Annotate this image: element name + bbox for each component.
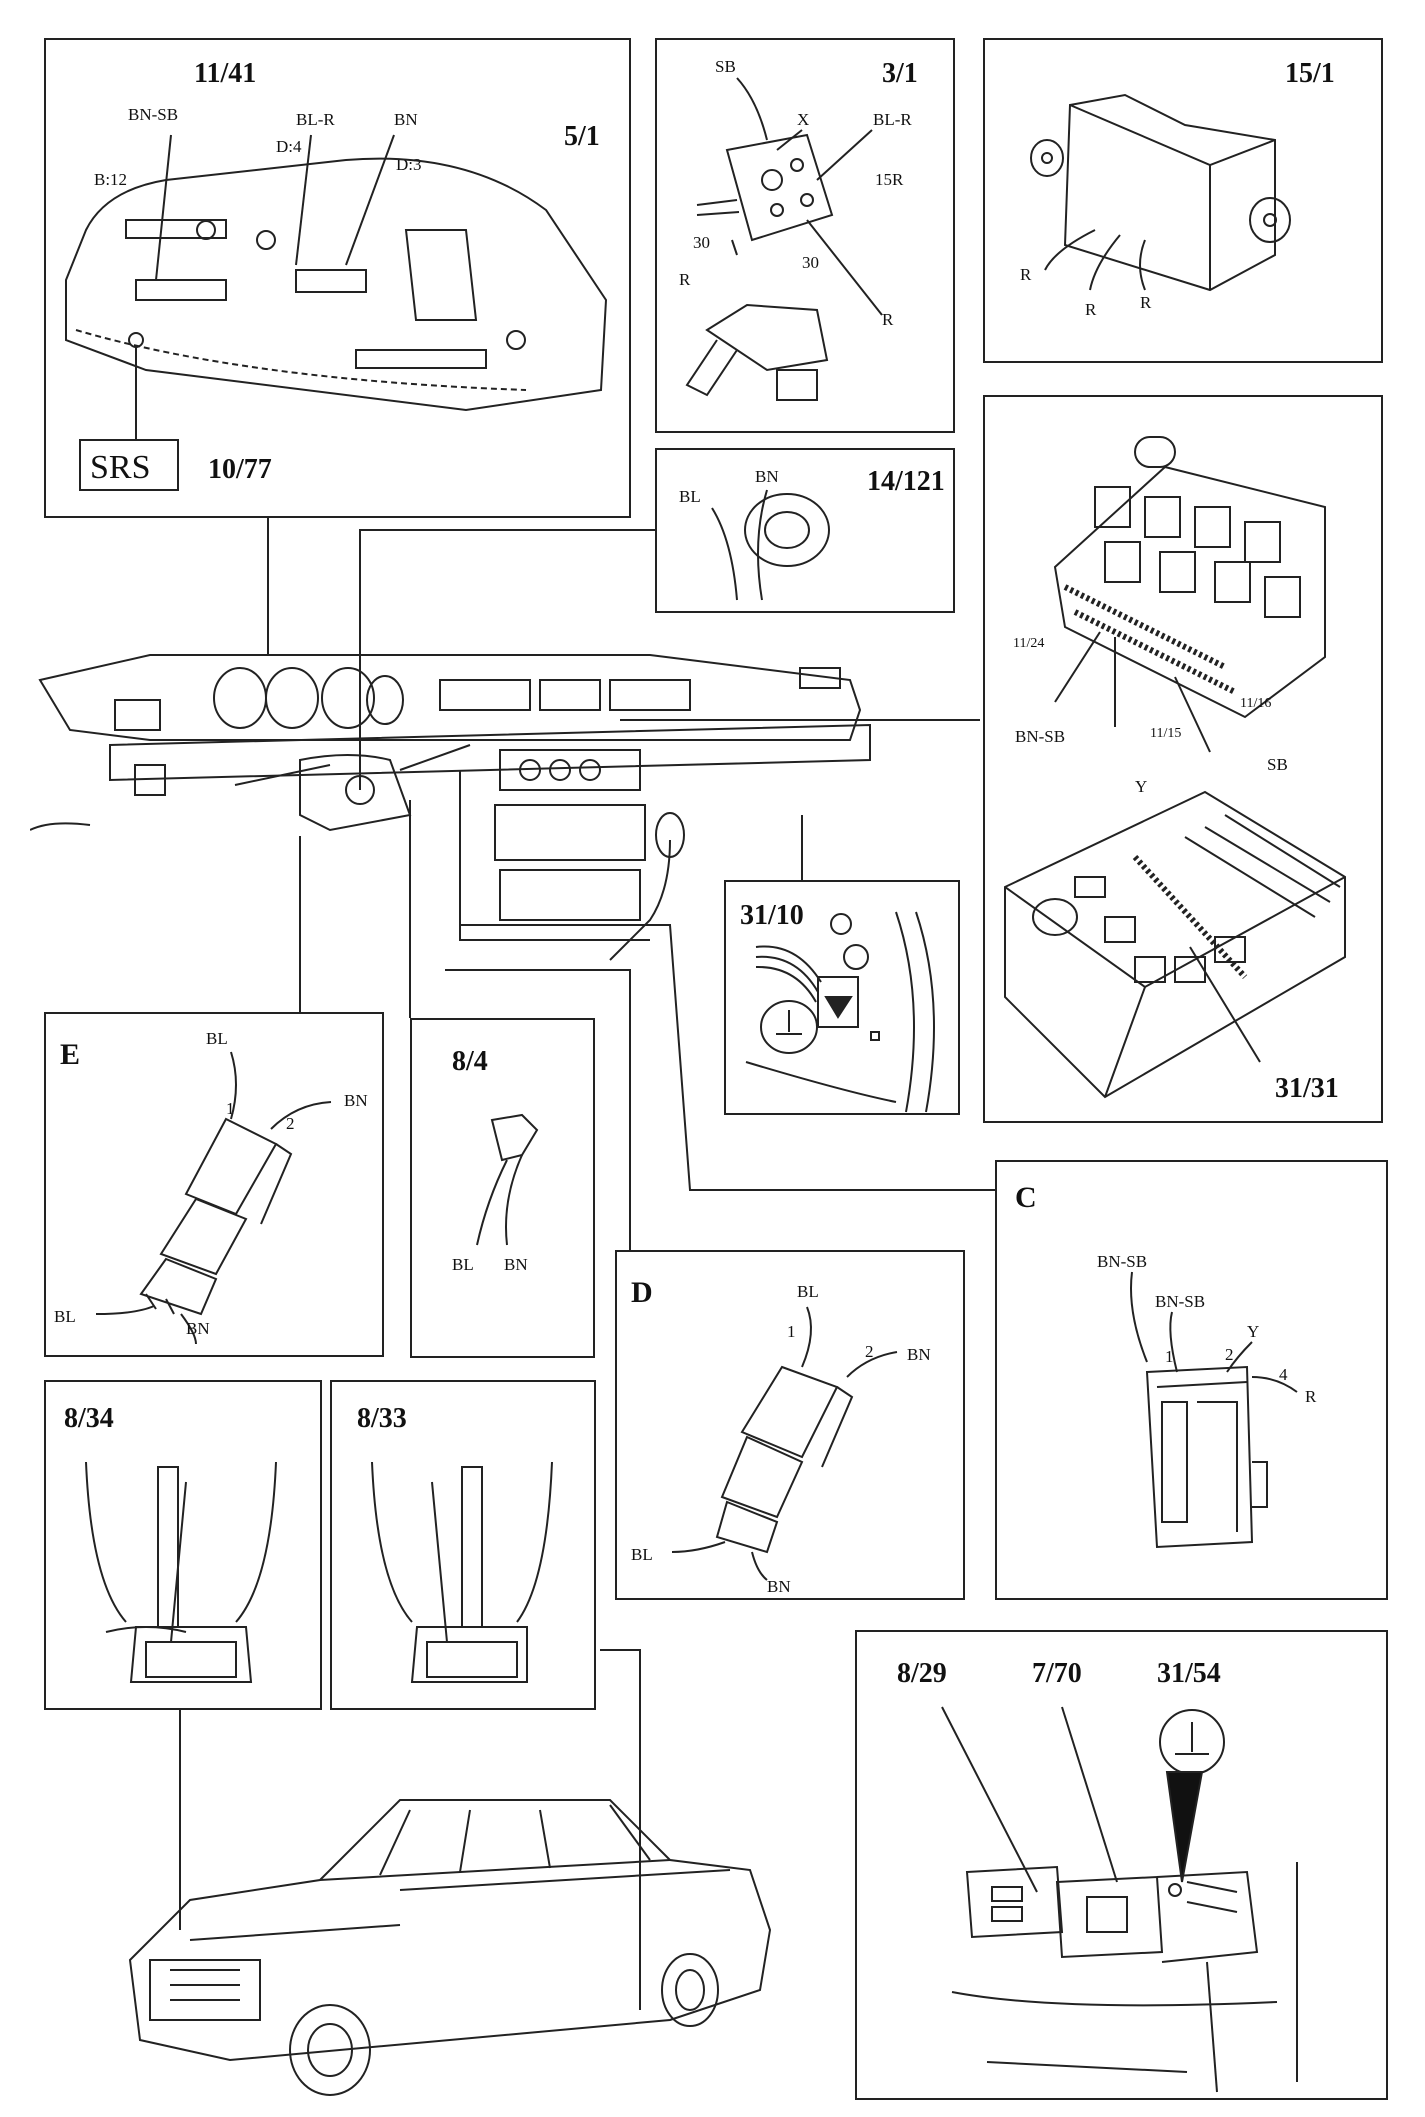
wire-label-bn-bot: BN [767,1577,791,1596]
wire-label-y: Y [1135,777,1147,796]
wire-label-r1: R [679,270,691,289]
wire-label-r2: R [882,310,894,329]
wire-label-bl-r: BL-R [296,110,335,129]
relay-box-drawing [1053,436,1326,753]
wire-label-y: Y [1247,1322,1259,1341]
part-label-b: 7/70 [1032,1658,1082,1689]
connector-c-drawing [1130,1271,1298,1549]
pin-label-b12: B:12 [94,170,127,189]
wire-label-bn: BN [755,467,779,486]
wire-label-r1: R [1020,265,1032,284]
wire-label-x: X [797,110,809,129]
wire-label-sb: SB [1267,755,1288,774]
pin-label-1: 1 [226,1099,235,1118]
wire-label-bn-bot: BN [186,1319,210,1338]
wire-label-bl-top: BL [797,1282,819,1301]
control-module-panel: 15/1 R R R [983,38,1383,363]
panel-id: 5/1 [564,121,600,152]
part-label-a: 8/29 [897,1658,947,1689]
panel-id: 31/10 [740,900,804,931]
lamp-8-33-drawing [371,1461,553,1683]
part-label-c: 31/54 [1157,1658,1221,1689]
pin-label-11-24: 11/24 [1013,636,1044,651]
srs-label: SRS [90,449,151,486]
pin-label-2: 2 [865,1342,874,1361]
wire-label-bn-top: BN [907,1345,931,1364]
wire-label-bn: BN [394,110,418,129]
ground-point-panel: 31/10 [724,880,960,1115]
wire-label-bn-sb: BN-SB [1015,727,1065,746]
panel-id: 8/33 [357,1403,407,1434]
pin-label-d3: D:3 [396,155,422,174]
wire-label-bn-sb-1: BN-SB [1097,1252,1147,1271]
module-drawing [1030,93,1291,292]
bulb-holder-8-4-panel: 8/4 BL BN [410,1018,595,1358]
engine-bay-panel: 8/29 7/70 31/54 [855,1630,1388,2100]
fuse-box-drawing [1004,790,1346,1099]
switch-drawing [685,77,883,401]
pin-label-15r: 15R [875,170,904,189]
lamp-8-33-panel: 8/33 [330,1380,596,1710]
wire-label-bn-top: BN [344,1091,368,1110]
pin-label-11-16: 11/16 [1240,696,1271,711]
pin-label-11-15: 11/15 [1150,726,1181,741]
wire-label-bl: BL [452,1255,474,1274]
fuse-box-panel: 11/24 11/16 11/15 BN-SB Y SB 31/31 [983,395,1383,1123]
pin-label-1: 1 [1165,1347,1174,1366]
panel-id: D [631,1276,653,1309]
panel-id: E [60,1038,80,1071]
lamp-8-34-panel: 8/34 [44,1380,322,1710]
connector-d-panel: D BL 1 2 BN BL BN [615,1250,965,1600]
pin-label-1: 1 [787,1322,796,1341]
part-label-bottom: 10/77 [208,454,272,485]
wire-label-bn: BN [504,1255,528,1274]
pin-label-30a: 30 [693,233,710,252]
wire-label-r2: R [1085,300,1097,319]
dashboard-illustration [30,654,871,961]
instrument-cluster-panel: 11/41 5/1 BN-SB BL-R BN D:4 D:3 B:12 SRS… [44,38,631,518]
wire-label-sb: SB [715,57,736,76]
connector-e-panel: E BL 1 2 BN BL BN [44,1012,384,1357]
panel-id: 31/31 [1275,1073,1339,1104]
wire-label-bl-top: BL [206,1029,228,1048]
bulb-holder-drawing [476,1113,539,1246]
contact-coil-panel: 14/121 BL BN [655,448,955,613]
pin-label-30b: 30 [802,253,819,272]
panel-id: C [1015,1181,1037,1214]
ignition-switch-panel: 3/1 SB X BL-R 15R 30 30 R R [655,38,955,433]
coil-drawing [711,489,830,601]
pin-label-4: 4 [1279,1365,1288,1384]
pin-label-2: 2 [286,1114,295,1133]
srs-box [79,439,179,491]
lamp-8-34-drawing [85,1461,277,1683]
panel-id: 8/4 [452,1046,488,1077]
wire-label-bl-bot: BL [631,1545,653,1564]
panel-id: 8/34 [64,1403,114,1434]
panel-id: 15/1 [1285,58,1335,89]
ground-drawing [745,911,935,1113]
wire-label-bl-bot: BL [54,1307,76,1326]
pin-label-d4: D:4 [276,137,302,156]
wire-label-bn-sb: BN-SB [128,105,178,124]
part-label-top: 11/41 [194,58,256,89]
cluster-drawing [65,134,608,440]
engine-bay-drawing [941,1706,1298,2093]
car-illustration [128,1799,772,2096]
wire-label-bn-sb-2: BN-SB [1155,1292,1205,1311]
connector-d-drawing [671,1306,898,1581]
wire-label-bl: BL [679,487,701,506]
wire-label-r: R [1305,1387,1317,1406]
connector-c-panel: C BN-SB BN-SB Y 1 2 4 R [995,1160,1388,1600]
wire-label-r3: R [1140,293,1152,312]
pin-label-2: 2 [1225,1345,1234,1364]
panel-id: 3/1 [882,58,918,89]
connector-e-drawing [95,1051,332,1345]
wire-label-bl-r: BL-R [873,110,912,129]
panel-id: 14/121 [867,466,945,497]
